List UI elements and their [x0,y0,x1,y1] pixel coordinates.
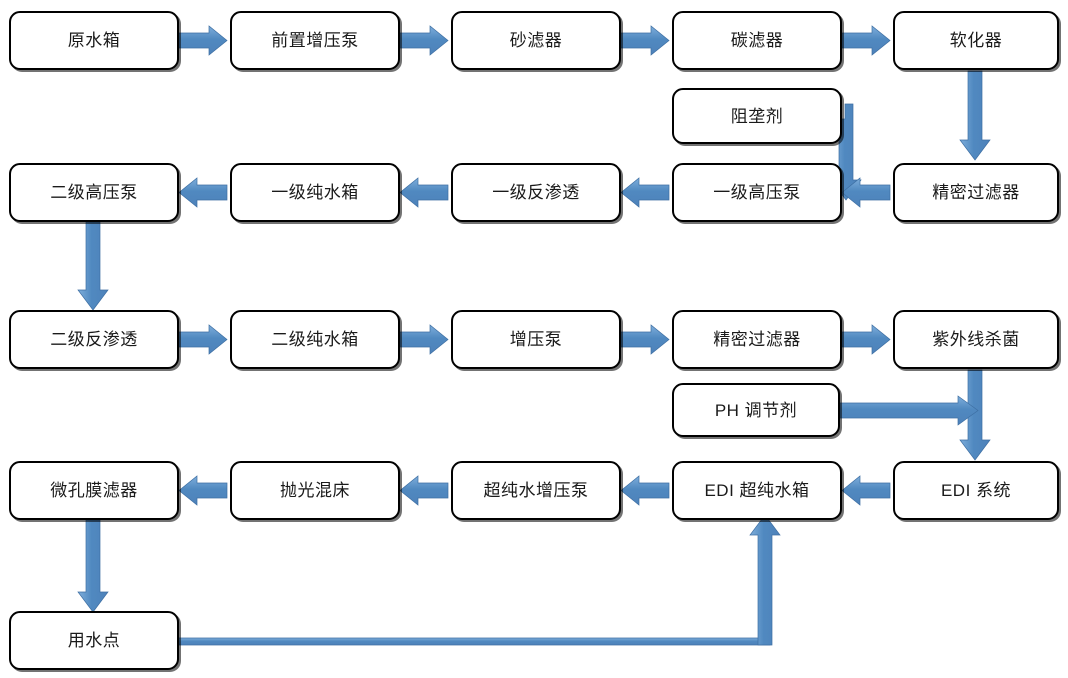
node-label: PH 调节剂 [714,400,798,420]
arrow-primary-hp-pump-to-primary-ro [620,177,670,208]
node-sand-filter[interactable]: 砂滤器 [451,11,621,70]
node-label: 微孔膜滤器 [50,481,138,500]
node-ph-adjuster[interactable]: PH 调节剂 [672,383,840,437]
node-label: 砂滤器 [509,31,563,50]
arrow-edi-system-to-edi-tank [841,475,891,506]
node-label: EDI 系统 [940,481,1012,500]
node-edi-system[interactable]: EDI 系统 [893,461,1059,520]
arrow-raw-tank-to-prepump [178,25,228,56]
arrow-booster-pump-to-precision-filter2 [620,324,670,355]
node-label: 用水点 [67,631,121,650]
arrow-return-loop-to-edi-tank [177,514,781,646]
arrow-uv-sterilizer-to-edi-system [959,369,991,461]
node-label: 增压泵 [509,330,563,349]
arrow-edi-tank-to-upw-booster-pump [620,475,670,506]
arrow-carbon-filter-to-softener [841,25,891,56]
arrow-secondary-hp-pump-to-secondary-ro [77,221,109,311]
node-secondary-hp-pump[interactable]: 二级高压泵 [9,163,179,222]
arrow-primary-pure-tank-to-secondary-hp-pump [178,177,228,208]
node-label: 前置增压泵 [271,31,359,50]
node-primary-ro[interactable]: 一级反渗透 [451,163,621,222]
node-scale-inhibitor[interactable]: 阻垄剂 [672,88,842,144]
node-label: 精密过滤器 [932,183,1020,202]
node-booster-pump[interactable]: 增压泵 [451,310,621,369]
node-carbon-filter[interactable]: 碳滤器 [672,11,842,70]
node-label: 一级纯水箱 [271,183,359,202]
node-label: 抛光混床 [280,481,350,500]
node-label: 紫外线杀菌 [932,330,1020,349]
node-label: 精密过滤器 [713,330,801,349]
arrow-ph-adjuster-to-uv-downline [839,395,979,426]
arrow-sand-filter-to-carbon-filter [620,25,670,56]
arrow-prepump-to-sand-filter [399,25,449,56]
node-label: 软化器 [949,31,1003,50]
arrow-precision-filter2-to-uv-sterilizer [841,324,891,355]
node-microporous-membrane-filter[interactable]: 微孔膜滤器 [9,461,179,520]
node-primary-hp-pump[interactable]: 一级高压泵 [672,163,842,222]
node-pre-booster-pump[interactable]: 前置增压泵 [230,11,400,70]
node-point-of-use[interactable]: 用水点 [9,611,179,670]
node-label: 阻垄剂 [730,106,784,126]
arrow-softener-to-precision-filter [959,70,991,161]
node-precision-filter-1[interactable]: 精密过滤器 [893,163,1059,222]
node-label: 一级反渗透 [492,183,580,202]
node-precision-filter-2[interactable]: 精密过滤器 [672,310,842,369]
node-uv-sterilizer[interactable]: 紫外线杀菌 [893,310,1059,369]
node-label: 二级纯水箱 [271,330,359,349]
node-polishing-mixed-bed[interactable]: 抛光混床 [230,461,400,520]
node-label: 二级反渗透 [50,330,138,349]
arrow-upw-booster-pump-to-polishing-bed [399,475,449,506]
node-label: 超纯水增压泵 [483,481,589,500]
arrow-microfilter-to-point-of-use [77,519,109,613]
node-label: 二级高压泵 [50,183,138,202]
node-label: 一级高压泵 [713,183,801,202]
node-label: 碳滤器 [730,31,784,50]
node-edi-upw-tank[interactable]: EDI 超纯水箱 [672,461,842,520]
arrow-primary-ro-to-primary-pure-tank [399,177,449,208]
node-label: 原水箱 [67,31,121,50]
node-primary-pure-water-tank[interactable]: 一级纯水箱 [230,163,400,222]
node-secondary-pure-water-tank[interactable]: 二级纯水箱 [230,310,400,369]
node-softener[interactable]: 软化器 [893,11,1059,70]
arrow-secondary-pure-tank-to-booster-pump [399,324,449,355]
node-upw-booster-pump[interactable]: 超纯水增压泵 [451,461,621,520]
node-label: EDI 超纯水箱 [704,481,810,500]
node-secondary-ro[interactable]: 二级反渗透 [9,310,179,369]
arrow-polishing-bed-to-microfilter [178,475,228,506]
node-raw-water-tank[interactable]: 原水箱 [9,11,179,70]
arrow-secondary-ro-to-secondary-pure-tank [178,324,228,355]
arrow-precision-filter-to-primary-hp-pump [841,177,891,208]
